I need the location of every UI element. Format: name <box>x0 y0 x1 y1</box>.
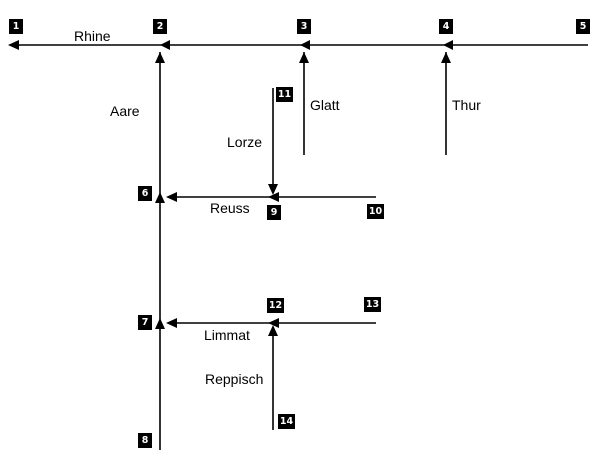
label-lorze: Lorze <box>227 134 262 150</box>
arrow-aare-to-node-6 <box>155 192 165 203</box>
arrow-to-node-4 <box>443 40 453 50</box>
arrow-limmat-to-node-7 <box>166 318 177 328</box>
node-7-label: 7 <box>142 317 149 328</box>
node-10: 10 <box>367 204 384 219</box>
arrow-reppisch-to-node-12 <box>268 325 278 336</box>
node-1: 1 <box>9 19 23 34</box>
label-aare: Aare <box>110 103 140 119</box>
node-5: 5 <box>576 19 590 34</box>
node-14-label: 14 <box>280 416 294 427</box>
node-6: 6 <box>138 186 152 201</box>
arrow-limmat-to-node-12 <box>268 318 279 328</box>
label-rhine: Rhine <box>74 28 111 44</box>
node-13: 13 <box>364 297 381 312</box>
node-11-label: 11 <box>278 89 291 100</box>
label-limmat: Limmat <box>204 327 250 343</box>
label-reuss: Reuss <box>210 200 250 216</box>
arrow-aare-to-node-2 <box>155 52 165 63</box>
arrow-to-node-1 <box>8 40 19 50</box>
arrow-reuss-to-node-9 <box>268 192 279 202</box>
label-reppisch: Reppisch <box>205 371 263 387</box>
label-glatt: Glatt <box>310 97 340 113</box>
node-9-label: 9 <box>271 207 278 218</box>
node-12-label: 12 <box>269 300 282 311</box>
node-14: 14 <box>278 414 295 429</box>
node-3-label: 3 <box>301 21 308 32</box>
arrow-to-node-3 <box>300 40 310 50</box>
node-12: 12 <box>267 298 284 313</box>
label-thur: Thur <box>452 97 481 113</box>
node-13-label: 13 <box>366 299 379 310</box>
arrow-to-node-2 <box>160 40 170 50</box>
node-8: 8 <box>138 433 152 448</box>
node-1-label: 1 <box>13 21 20 32</box>
node-8-label: 8 <box>142 435 149 446</box>
arrow-aare-to-node-7 <box>155 318 165 329</box>
node-10-label: 10 <box>369 206 383 217</box>
node-3: 3 <box>297 19 311 34</box>
arrow-glatt-to-node-3 <box>299 52 309 63</box>
node-2: 2 <box>153 19 167 34</box>
node-4: 4 <box>439 19 453 34</box>
node-5-label: 5 <box>580 21 587 32</box>
node-11: 11 <box>276 87 293 102</box>
node-4-label: 4 <box>443 21 450 32</box>
node-7: 7 <box>138 315 152 330</box>
arrow-thur-to-node-4 <box>441 52 451 63</box>
arrow-lorze-to-node-9 <box>268 184 278 195</box>
arrow-reuss-to-node-6 <box>166 192 177 202</box>
node-2-label: 2 <box>157 21 164 32</box>
node-6-label: 6 <box>142 188 149 199</box>
node-9: 9 <box>267 205 281 220</box>
